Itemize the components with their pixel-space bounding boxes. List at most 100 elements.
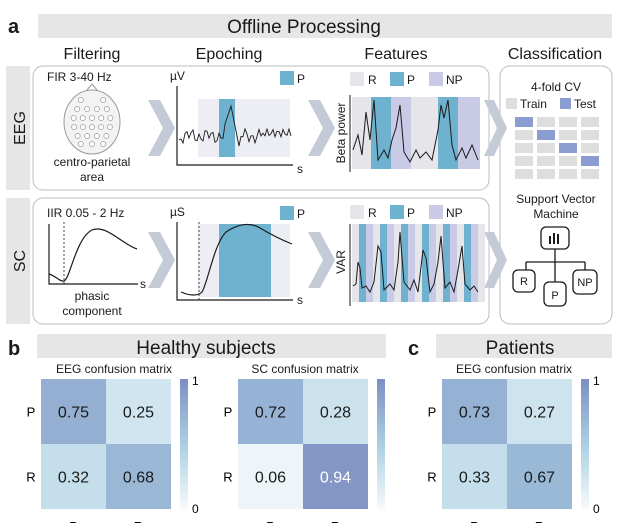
electrode-icon [80,124,86,130]
electrode-icon [84,133,91,139]
healthy-sc-confusion-matrix: 0.720.280.060.94PRPR [223,379,385,523]
electrode-icon [94,106,100,112]
cm-cell-value: 0.33 [459,470,490,487]
svm-tree: R P NP [512,226,598,307]
cm-cell [41,379,106,444]
cm-col-label: R [134,519,143,523]
sc-epoch-unit: µS [170,205,185,219]
healthy-eeg-cm-title: EEG confusion matrix [56,362,172,376]
eeg-feat-signal [352,99,479,164]
eeg-feat-legend-np-swatch [429,72,443,86]
eeg-epoch-unit: µV [170,69,185,83]
classification-box [499,65,613,325]
eeg-area-line2: area [80,170,104,184]
cm-cell [442,444,507,509]
electrode-icon [100,97,107,103]
arrow-sc-2 [308,232,335,288]
cv-train-cell [515,156,533,166]
sc-feat-band [359,224,366,302]
electrode-icon [103,106,110,112]
cv-train-cell [581,130,599,140]
sc-feat-band [478,224,485,302]
cm-cell [238,379,303,444]
cv-train-cell [515,143,533,153]
cv-train-cell [537,156,555,166]
eeg-epoch-axes [176,86,293,166]
sc-feat-band [380,224,387,302]
eeg-feat-legend-p-swatch [390,72,404,86]
sc-row-box [32,197,490,325]
panel-b-header-bar [37,334,386,358]
eeg-epoch-p-band [219,99,235,157]
electrode-icon [89,115,95,121]
column-epoching: Epoching [196,46,263,63]
sc-phasic-line2: component [62,304,122,318]
panel-b-title: Healthy subjects [136,338,275,359]
svm-label-line2: Machine [533,207,579,221]
test-legend-swatch [560,98,571,109]
svm-node-np [572,269,598,295]
sc-feat-band [443,224,450,302]
cm-row-label: R [223,470,232,485]
cv-train-cell [515,169,533,179]
panel-a-letter: a [8,16,20,38]
sc-filter-axis-s: s [140,277,146,291]
electrode-icon [100,141,107,147]
electrode-icon [107,115,114,121]
cm-col-label: P [69,519,78,523]
cm-cell-value: 0.73 [459,405,490,422]
cm-cell-value: 0.94 [320,470,351,487]
cv-fold-grid [515,117,599,179]
panel-a-header-bar [38,14,612,38]
train-legend-label: Train [520,97,547,111]
healthy-eeg-confusion-matrix: 0.750.250.320.68PRPR10 [26,374,199,523]
electrode-icon [98,124,104,130]
svm-label-line1: Support Vector [516,192,595,206]
cm-col-label: P [470,519,479,523]
arrow-sc-1 [148,232,175,288]
sc-epoch-legend-p: P [297,207,305,221]
electrode-icon [89,124,95,130]
eeg-feat-legend-p: P [407,73,415,87]
sc-epoch-axes [176,222,293,301]
sc-feat-band [436,224,443,302]
svm-node-p [543,281,567,307]
sc-feat-band [352,224,359,302]
cv-train-cell [581,117,599,127]
sc-feat-band [401,224,408,302]
electrode-icon [89,141,95,147]
sc-feat-band [408,224,415,302]
sc-feat-legend-r-swatch [350,205,364,219]
cm-colorbar-max-label: 1 [593,374,600,388]
cv-label: 4-fold CV [531,80,581,94]
sc-filter-curve [48,228,138,282]
panel-b-letter: b [8,338,20,360]
sc-feat-band [471,224,478,302]
eeg-epoch-legend-p: P [297,72,305,86]
sc-feat-legend-p-swatch [390,205,404,219]
cv-test-cell [581,156,599,166]
electrode-icon [74,106,81,112]
test-legend-label: Test [574,97,597,111]
cv-train-cell [559,169,577,179]
cv-train-cell [559,130,577,140]
cm-cell-value: 0.27 [524,405,555,422]
panel-c-header-bar [436,334,612,358]
cm-cell [41,444,106,509]
sc-feat-legend-np: NP [446,206,463,220]
sc-feat-band [366,224,373,302]
cm-cell [106,444,171,509]
panel-b: b Healthy subjects EEG confusion matrix … [8,334,386,523]
eeg-feat-legend-r-swatch [350,72,364,86]
cm-cell [442,379,507,444]
electrode-icon [84,106,90,112]
cm-row-label: P [27,405,36,420]
row-eeg-label: EEG [12,111,29,145]
cm-col-label: R [535,519,544,523]
sc-feat-band [429,224,436,302]
cv-train-cell [515,130,533,140]
panel-c-title: Patients [486,338,555,359]
sc-filter-label: IIR 0.05 - 2 Hz [47,206,124,220]
electrode-icon [107,124,113,130]
cv-test-cell [559,143,577,153]
